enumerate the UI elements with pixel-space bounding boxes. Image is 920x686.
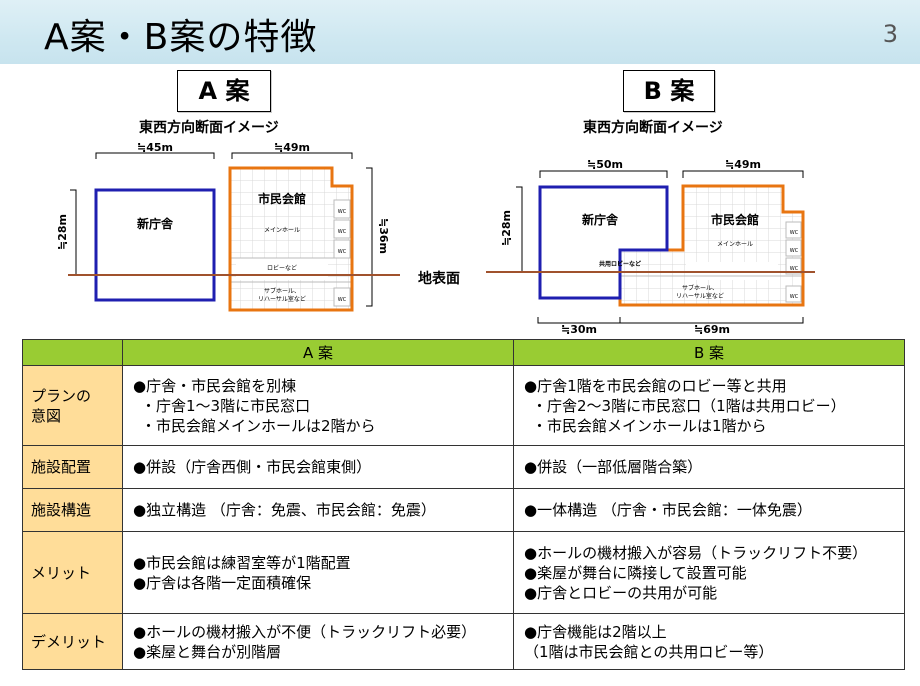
cell-line: ・庁舎2～3階に市民窓口（1階は共用ロビー） xyxy=(532,396,846,415)
cell-line: ●庁舎機能は2階以上 xyxy=(524,622,667,641)
plan-a-dim-height-right: ≒36m xyxy=(377,218,390,254)
plan-b-label: B 案 xyxy=(623,70,715,112)
plan-b-dim-height-left: ≒28m xyxy=(500,210,513,246)
table-corner xyxy=(22,339,123,366)
cell-line: ●楽屋が舞台に隣接して設置可能 xyxy=(524,563,747,582)
plan-a-wc-4: WC xyxy=(338,297,347,303)
cell-b-demerit: ●庁舎機能は2階以上 （1階は市民会館との共用ロビー等） xyxy=(513,613,905,670)
cell-line: ●庁舎1階を市民会館のロビー等と共用 xyxy=(524,376,787,395)
plan-b-main-hall: メインホール xyxy=(717,241,753,248)
cell-line: （1階は市民会館との共用ロビー等） xyxy=(524,642,774,661)
row-head-intent: プランの 意図 xyxy=(22,365,123,446)
cell-line: ●一体構造 （庁舎・市民会館：一体免震） xyxy=(524,501,812,519)
plan-b-sub-hall-line2: リハーサル室など xyxy=(676,292,724,300)
table-row: 施設構造 ●独立構造 （庁舎：免震、市民会館：免震） ●一体構造 （庁舎・市民会… xyxy=(22,488,905,532)
plan-a-dim-height-left: ≒28m xyxy=(56,214,69,250)
table-row: メリット ●市民会館は練習室等が1階配置 ●庁舎は各階一定面積確保 ●ホールの機… xyxy=(22,531,905,614)
table-row: プランの 意図 ●庁舎・市民会館を別棟 ・庁舎1～3階に市民窓口 ・市民会館メイ… xyxy=(22,365,905,446)
plan-a-label: A 案 xyxy=(177,70,271,112)
row-head-text: 意図 xyxy=(31,406,62,425)
section-diagrams: ≒45m ≒49m ≒28m ≒36m 新庁舎 市民会館 メインホール ロビーな… xyxy=(56,141,815,336)
plan-b-caption: 東西方向断面イメージ xyxy=(583,120,723,136)
slide-header: A案・B案の特徴 3 xyxy=(0,0,920,64)
plan-a-caption: 東西方向断面イメージ xyxy=(139,120,279,136)
cell-line: ●ホールの機材搬入が容易（トラックリフト不要） xyxy=(524,543,868,562)
col-header-b: B 案 xyxy=(513,339,905,366)
plan-b-wc-1: WC xyxy=(790,230,799,236)
cell-line: ●独立構造 （庁舎：免震、市民会館：免震） xyxy=(133,501,436,519)
row-head-merit: メリット xyxy=(22,531,123,614)
comparison-table: A 案 B 案 プランの 意図 ●庁舎・市民会館を別棟 ・庁舎1～3階に市民窓口… xyxy=(22,339,905,670)
row-head-structure: 施設構造 xyxy=(22,488,123,532)
cell-line: ●市民会館は練習室等が1階配置 xyxy=(133,553,351,572)
plan-a-new-building: 新庁舎 xyxy=(137,216,174,231)
plan-b-dim-bottom-left: ≒30m xyxy=(561,323,597,336)
cell-line: ●併設（一部低層階合築） xyxy=(524,458,703,476)
plan-b-dim-width-left: ≒50m xyxy=(587,158,623,171)
row-head-demerit: デメリット xyxy=(22,613,123,670)
plan-a-civic-hall: 市民会館 xyxy=(258,191,306,206)
plan-a-lobby: ロビーなど xyxy=(267,264,297,272)
slide-title: A案・B案の特徴 xyxy=(44,17,318,58)
cell-line: ●楽屋と舞台が別階層 xyxy=(133,642,282,661)
plan-b-dim-bottom-right: ≒69m xyxy=(694,323,730,336)
plan-b-shared-lobby: 共用ロビーなど xyxy=(599,260,641,268)
plan-a-main-hall: メインホール xyxy=(264,227,300,234)
plan-b-sub-hall-line1: サブホール、 xyxy=(682,284,718,292)
cell-line: ●庁舎とロビーの共用が可能 xyxy=(524,583,718,602)
cell-a-intent: ●庁舎・市民会館を別棟 ・庁舎1～3階に市民窓口 ・市民会館メインホールは2階か… xyxy=(122,365,514,446)
cell-line: ●庁舎は各階一定面積確保 xyxy=(133,573,312,592)
plan-a-diagram: ≒45m ≒49m ≒28m ≒36m 新庁舎 市民会館 メインホール ロビーな… xyxy=(56,141,400,312)
cell-line: ・庁舎1～3階に市民窓口 xyxy=(141,396,311,415)
row-head-text: 施設構造 xyxy=(31,501,92,519)
plan-a-wc-1: WC xyxy=(338,209,347,215)
plan-b-new-building: 新庁舎 xyxy=(582,212,619,227)
plan-b-wc-3: WC xyxy=(790,266,799,272)
cell-line: ●ホールの機材搬入が不便（トラックリフト必要） xyxy=(133,622,477,641)
row-head-text: デメリット xyxy=(31,632,107,651)
cell-line: ●併設（庁舎西側・市民会館東側） xyxy=(133,458,372,476)
cell-line: ●庁舎・市民会館を別棟 xyxy=(133,376,297,395)
page-number: 3 xyxy=(882,20,898,48)
cell-b-merit: ●ホールの機材搬入が容易（トラックリフト不要） ●楽屋が舞台に隣接して設置可能 … xyxy=(513,531,905,614)
row-head-text: プランの xyxy=(31,386,92,405)
plan-a-wc-2: WC xyxy=(338,229,347,235)
cell-a-demerit: ●ホールの機材搬入が不便（トラックリフト必要） ●楽屋と舞台が別階層 xyxy=(122,613,514,670)
plan-b-wc-2: WC xyxy=(790,248,799,254)
plan-b-wc-4: WC xyxy=(790,294,799,300)
ground-label: 地表面 xyxy=(418,270,460,287)
cell-b-structure: ●一体構造 （庁舎・市民会館：一体免震） xyxy=(513,488,905,532)
plan-b-civic-hall: 市民会館 xyxy=(711,212,759,227)
plan-a-wc-3: WC xyxy=(338,249,347,255)
row-head-text: 施設配置 xyxy=(31,458,92,476)
plan-a-sub-hall-line2: リハーサル室など xyxy=(258,295,306,303)
row-head-layout: 施設配置 xyxy=(22,445,123,489)
cell-line: ・市民会館メインホールは1階から xyxy=(532,416,767,435)
plan-a-dim-width-right: ≒49m xyxy=(274,141,310,154)
cell-line: ・市民会館メインホールは2階から xyxy=(141,416,376,435)
plan-a-sub-hall-line1: サブホール、 xyxy=(264,287,300,295)
plan-a-dim-width-left: ≒45m xyxy=(137,141,173,154)
col-header-a: A 案 xyxy=(122,339,514,366)
plan-b-dim-width-right: ≒49m xyxy=(725,158,761,171)
cell-b-intent: ●庁舎1階を市民会館のロビー等と共用 ・庁舎2～3階に市民窓口（1階は共用ロビー… xyxy=(513,365,905,446)
cell-a-structure: ●独立構造 （庁舎：免震、市民会館：免震） xyxy=(122,488,514,532)
table-row: 施設配置 ●併設（庁舎西側・市民会館東側） ●併設（一部低層階合築） xyxy=(22,445,905,489)
cell-a-merit: ●市民会館は練習室等が1階配置 ●庁舎は各階一定面積確保 xyxy=(122,531,514,614)
table-row: デメリット ●ホールの機材搬入が不便（トラックリフト必要） ●楽屋と舞台が別階層… xyxy=(22,613,905,670)
row-head-text: メリット xyxy=(31,563,92,582)
cell-a-layout: ●併設（庁舎西側・市民会館東側） xyxy=(122,445,514,489)
table-header-row: A 案 B 案 xyxy=(22,339,905,366)
cell-b-layout: ●併設（一部低層階合築） xyxy=(513,445,905,489)
plan-b-diagram: ≒50m ≒49m ≒28m ≒30m ≒69m 新庁舎 市民会館 メインホール… xyxy=(486,158,815,336)
